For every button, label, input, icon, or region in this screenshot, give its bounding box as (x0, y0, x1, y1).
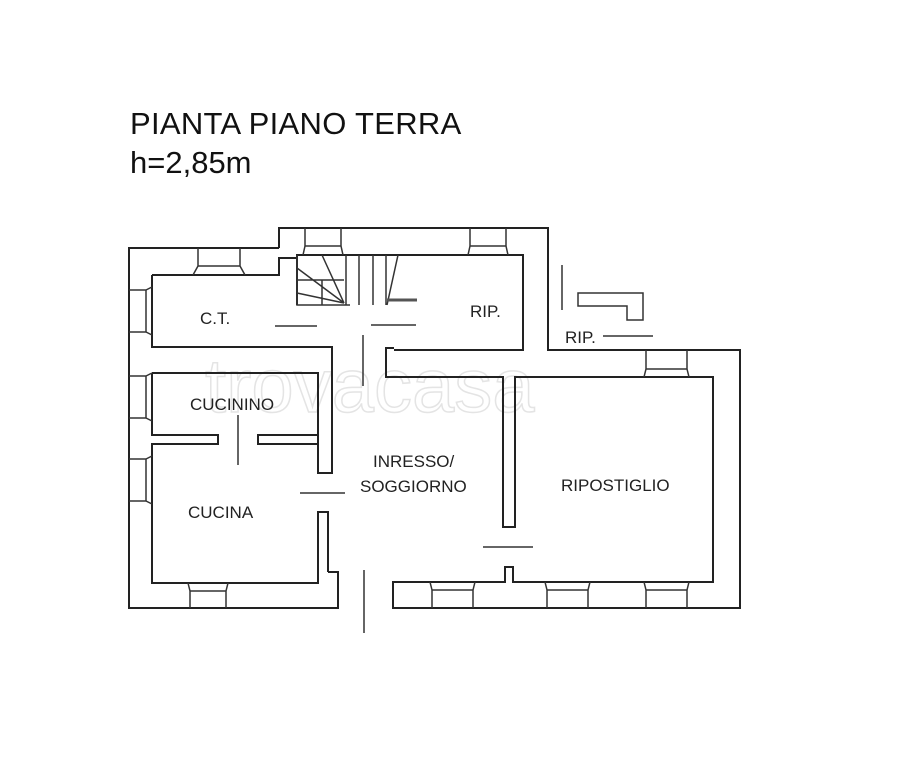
watermark: trovacasa (205, 344, 535, 429)
room-label-ingresso: INRESSO/ (373, 452, 455, 471)
room-label-cucinino: CUCININO (190, 395, 274, 414)
windows (129, 228, 690, 608)
room-label-rip-outside: RIP. (565, 328, 596, 347)
room-label-cucina: CUCINA (188, 503, 254, 522)
room-label-soggiorno: SOGGIORNO (360, 477, 467, 496)
staircase (296, 254, 417, 306)
room-label-rip-stairs: RIP. (470, 302, 501, 321)
room-label-ripostiglio: RIPOSTIGLIO (561, 476, 670, 495)
plan-title: PIANTA PIANO TERRA (130, 106, 462, 141)
door-openings (237, 265, 653, 633)
ceiling-height-label: h=2,85m (130, 145, 252, 180)
room-label-ct: C.T. (200, 309, 230, 328)
